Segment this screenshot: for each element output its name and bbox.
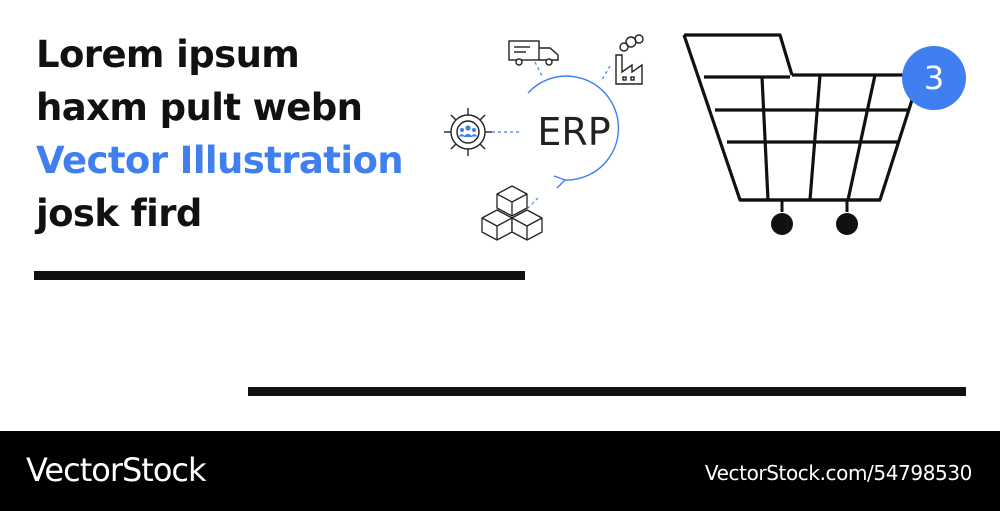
headline: Lorem ipsum haxm pult webn Vector Illust… [36, 28, 404, 240]
divider-bar-top [34, 271, 525, 280]
footer-url: VectorStock.com/54798530 [704, 461, 972, 485]
headline-line-accent: Vector Illustration [36, 139, 404, 182]
shopping-cart-icon [682, 33, 922, 235]
cart-count-badge: 3 [902, 46, 966, 110]
boxes-icon [481, 185, 543, 241]
erp-diagram: ERP [444, 34, 644, 241]
divider-bar-bottom [248, 387, 966, 396]
headline-line-1: Lorem ipsum [36, 33, 300, 76]
brand-logo: VectorStock [26, 451, 207, 489]
headline-line-2: haxm pult webn [36, 86, 363, 129]
gear-people-icon [444, 108, 492, 156]
headline-line-4: josk fird [36, 192, 202, 235]
factory-icon [615, 34, 644, 85]
delivery-truck-icon [508, 40, 559, 66]
footer-bar: VectorStock VectorStock.com/54798530 [0, 431, 1000, 511]
erp-label: ERP [537, 110, 610, 154]
